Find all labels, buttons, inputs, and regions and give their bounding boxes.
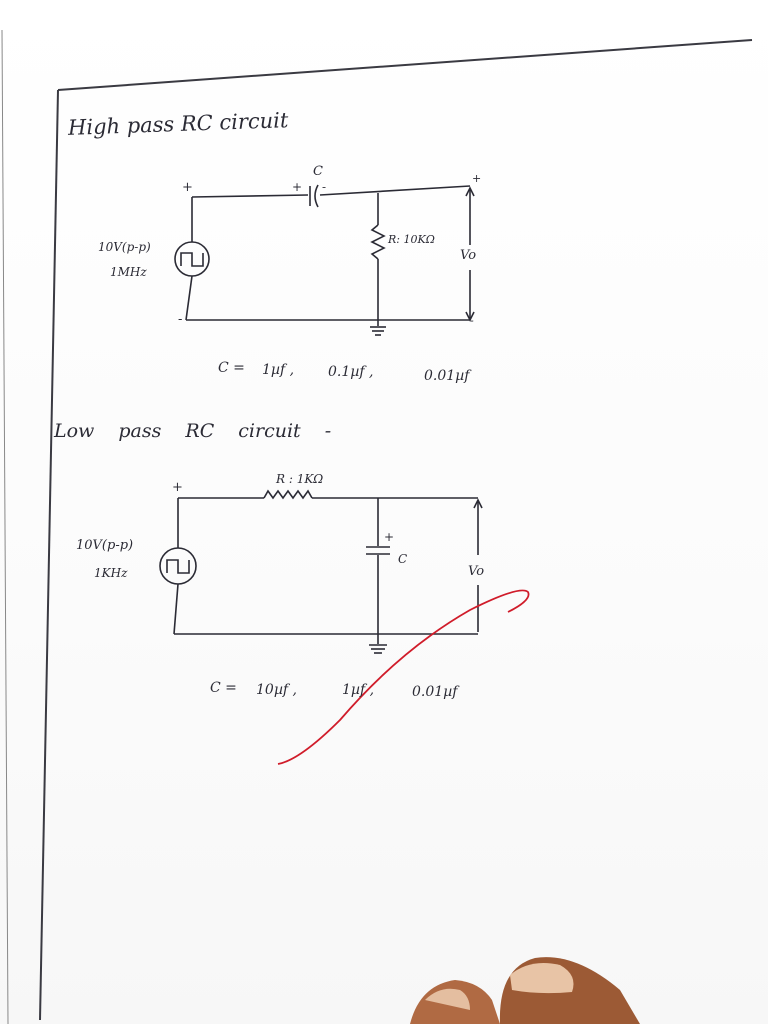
hp-resistor-zigzag [370, 224, 386, 260]
lp-value-2: 1µf , [342, 682, 375, 698]
lp-wire-left-bottom [173, 583, 179, 635]
hp-out-minus: - [470, 314, 474, 327]
lp-input-plus: + [172, 480, 183, 495]
lp-value-3: 0.01µf [412, 684, 458, 700]
hp-square-wave-icon [180, 252, 204, 267]
hp-resistor-label: R: 10KΩ [388, 233, 435, 246]
hp-source-voltage: 10V(p-p) [98, 240, 151, 254]
left-margin-line [39, 89, 59, 1021]
lp-cap-plus: + [384, 530, 395, 544]
lp-values-prefix: C = [210, 680, 237, 696]
lp-vo-arrow-up [473, 498, 483, 509]
hp-capacitor-label: C [313, 164, 323, 179]
hp-out-plus: + [472, 172, 482, 185]
low-pass-title: Low pass RC circuit - [54, 420, 332, 442]
hp-value-1: 1µf , [262, 362, 295, 378]
hp-vo-arrow-down [465, 311, 475, 322]
hp-value-3: 0.01µf [424, 368, 470, 384]
hp-source-circle [174, 241, 210, 277]
hp-wire-top-right [319, 185, 471, 196]
hp-cap-plate-2 [314, 184, 319, 208]
hp-wire-left-bottom [185, 275, 193, 321]
fingernail-left [425, 988, 470, 1010]
hp-cap-minus: - [322, 180, 327, 194]
hp-vo-arrow-up [465, 186, 475, 197]
hp-input-plus: + [182, 180, 193, 195]
lp-output-label: Vo [468, 564, 485, 579]
fingernail-right [510, 962, 574, 994]
top-border-line [57, 39, 753, 91]
hp-output-label: Vo [460, 248, 477, 263]
paper-edge [1, 29, 9, 1024]
lp-resistor-zigzag [263, 489, 313, 500]
hp-input-minus: - [178, 312, 183, 327]
hp-source-frequency: 1MHz [110, 265, 147, 279]
lp-value-1: 10µf , [256, 682, 297, 698]
red-check-mark [277, 589, 530, 765]
lp-source-circle [159, 547, 197, 585]
lp-source-frequency: 1KHz [94, 566, 128, 580]
hp-value-2: 0.1µf , [328, 364, 374, 380]
lp-resistor-label: R : 1KΩ [276, 472, 324, 486]
lp-capacitor-label: C [398, 552, 408, 566]
hp-wire-top-left [191, 194, 309, 198]
hp-values-prefix: C = [218, 360, 245, 376]
lp-square-wave-icon [166, 559, 190, 574]
hp-cap-plus: + [292, 180, 303, 194]
lp-source-voltage: 10V(p-p) [76, 538, 134, 553]
